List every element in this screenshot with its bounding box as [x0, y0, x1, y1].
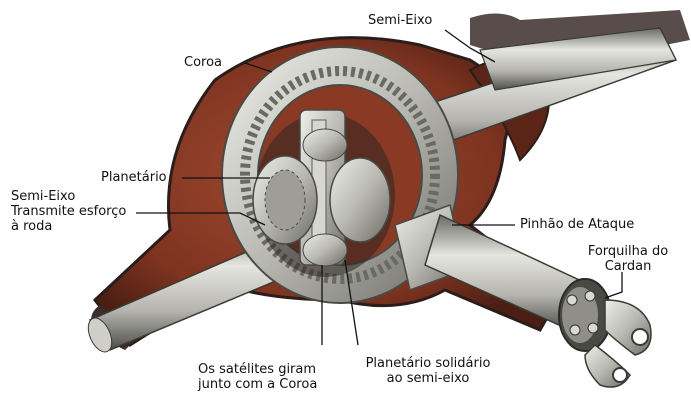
- label-satelites: Os satélites giram junto com a Coroa: [198, 362, 317, 392]
- label-semi-eixo-left-line2: Transmite esforço: [11, 204, 126, 219]
- label-pinhao-de-ataque: Pinhão de Ataque: [520, 217, 634, 232]
- label-forquilha-line2: Cardan: [573, 259, 683, 274]
- label-planetario: Planetário: [101, 170, 167, 185]
- cardan-yoke: [559, 279, 651, 387]
- label-coroa: Coroa: [184, 55, 222, 70]
- label-planetario-solidario-line1: Planetário solidário: [353, 356, 503, 371]
- label-forquilha-line1: Forquilha do: [573, 244, 683, 259]
- label-semi-eixo-top: Semi-Eixo: [368, 13, 432, 28]
- label-forquilha-do-cardan: Forquilha do Cardan: [573, 244, 683, 274]
- label-semi-eixo-left: Semi-Eixo Transmite esforço à roda: [11, 189, 126, 234]
- label-semi-eixo-left-line1: Semi-Eixo: [11, 189, 126, 204]
- label-planetario-solidario: Planetário solidário ao semi-eixo: [353, 356, 503, 386]
- side-gear-left: [253, 156, 317, 244]
- label-satelites-line1: Os satélites giram: [198, 362, 317, 377]
- label-semi-eixo-left-line3: à roda: [11, 219, 126, 234]
- leader-forquilha: [605, 272, 622, 298]
- label-planetario-solidario-line2: ao semi-eixo: [353, 371, 503, 386]
- side-gear-right: [330, 158, 390, 242]
- label-satelites-line2: junto com a Coroa: [198, 377, 317, 392]
